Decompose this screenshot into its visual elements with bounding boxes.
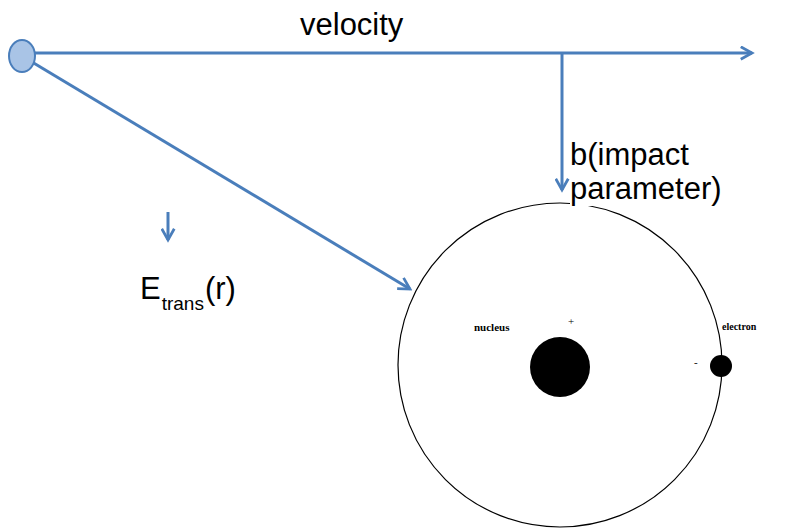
impact-parameter-label: b(impact parameter) <box>570 138 775 206</box>
charge-sign: - <box>694 356 698 368</box>
projectile <box>9 40 35 72</box>
energy-symbol: E <box>140 272 161 306</box>
electron-dot <box>710 355 732 377</box>
nucleus-label: nucleus <box>474 321 509 333</box>
impact-arrow <box>561 53 564 190</box>
electron-label: electron <box>722 321 756 332</box>
velocity-label: velocity <box>300 8 403 42</box>
nucleus-dot <box>530 337 590 397</box>
atom-circle <box>398 203 722 527</box>
field-arrow <box>167 212 170 240</box>
energy-subscript: trans <box>162 294 204 315</box>
energy-argument: (r) <box>205 272 236 306</box>
charge-sign: + <box>568 315 574 327</box>
position-arrow <box>32 62 410 289</box>
velocity-arrow <box>30 52 752 55</box>
